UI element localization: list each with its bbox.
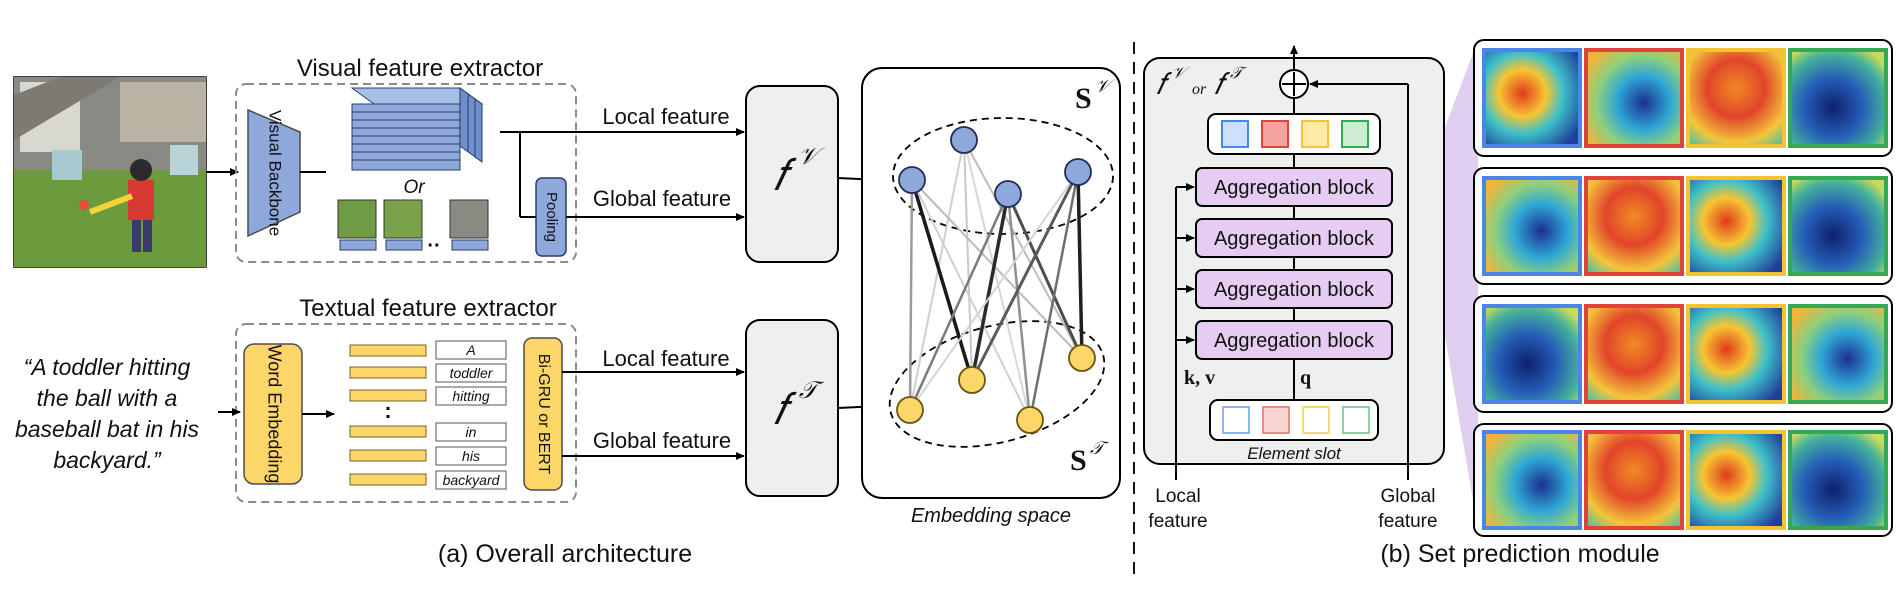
patch-ellipsis: ·· — [427, 235, 440, 257]
aggregation-block-stack — [1195, 167, 1393, 360]
local-feature-label-line1: Local — [1155, 486, 1200, 507]
visual-global-label: Global feature — [593, 186, 731, 211]
visual-branch-lines — [500, 131, 536, 218]
output-slot-cells — [1221, 120, 1369, 148]
global-feature-connection — [1309, 80, 1409, 480]
attention-map-row-2 — [1473, 167, 1893, 285]
token-word: his — [462, 448, 480, 464]
matching-edges — [908, 139, 1084, 421]
s-visual-label: S — [1075, 82, 1092, 115]
svg-text:baseball bat in his: baseball bat in his — [15, 416, 200, 442]
panel-a-caption: (a) Overall architecture — [438, 540, 692, 568]
element-slot-label: Element slot — [1247, 444, 1342, 463]
aggregation-block-label: Aggregation block — [1214, 279, 1375, 301]
element-slot-cells — [1222, 406, 1370, 434]
text-embedding-nodes — [896, 344, 1096, 434]
patch-crops — [337, 199, 489, 251]
attention-map-row-4 — [1473, 423, 1893, 537]
svg-text:backyard.”: backyard.” — [53, 447, 162, 473]
visual-backbone-label: Visual Backbone — [266, 110, 285, 236]
textual-extractor-title: Textual feature extractor — [299, 295, 556, 322]
f-visual-module — [745, 85, 839, 263]
output-slot-row — [1207, 113, 1381, 155]
kv-label: k, v — [1184, 367, 1215, 389]
global-feature-label-line1: Global — [1381, 486, 1436, 507]
token-vertical-dots: : — [384, 398, 391, 423]
svg-text:“A toddler hitting: “A toddler hitting — [24, 354, 191, 380]
panel-b-caption: (b) Set prediction module — [1380, 540, 1659, 568]
visual-local-label: Local feature — [602, 104, 729, 129]
element-slot-row — [1209, 399, 1379, 441]
visual-backbone-block — [247, 108, 301, 238]
aggregation-block-label: Aggregation block — [1214, 177, 1375, 199]
svg-text:the ball with a: the ball with a — [37, 385, 178, 411]
f-text-module — [745, 319, 839, 497]
or-label: Or — [403, 177, 425, 198]
q-label: q — [1300, 367, 1311, 389]
token-word: backyard — [443, 472, 501, 488]
aggregation-block-label: Aggregation block — [1214, 330, 1375, 352]
visual-extractor-box — [235, 83, 577, 263]
aggregation-block-label: Aggregation block — [1214, 228, 1375, 250]
text-encoder-block — [523, 337, 563, 491]
token-word: in — [466, 424, 477, 440]
pooling-label: Pooling — [543, 192, 560, 242]
token-vectors — [349, 344, 427, 486]
text-encoder-label: Bi-GRU or BERT — [535, 354, 552, 475]
text-global-label: Global feature — [593, 428, 731, 453]
word-embedding-label: Word Embedding — [264, 345, 284, 484]
s-text-label: S — [1070, 444, 1087, 477]
token-word: hitting — [452, 388, 490, 404]
visual-embedding-nodes — [898, 126, 1092, 208]
embedding-space-label: Embedding space — [911, 505, 1071, 527]
projection-wedge — [1444, 40, 1478, 530]
token-word: toddler — [450, 365, 494, 381]
text-set-ellipse — [888, 320, 1106, 448]
local-feature-label-line2: feature — [1148, 511, 1207, 532]
token-word: A — [465, 342, 475, 358]
module-title-or: or — [1192, 81, 1207, 98]
input-photo — [13, 76, 207, 268]
visual-set-ellipse — [892, 117, 1114, 235]
caption-text: “A toddler hitting the ball with a baseb… — [15, 354, 200, 473]
attention-map-row-1 — [1473, 39, 1893, 157]
token-word-boxes — [435, 340, 507, 490]
text-local-label: Local feature — [602, 346, 729, 371]
visual-extractor-title: Visual feature extractor — [297, 55, 543, 82]
attention-map-row-3 — [1473, 295, 1893, 413]
feature-map-cube — [350, 87, 484, 171]
global-feature-label-line2: feature — [1378, 511, 1437, 532]
local-feature-connections — [1175, 183, 1195, 480]
